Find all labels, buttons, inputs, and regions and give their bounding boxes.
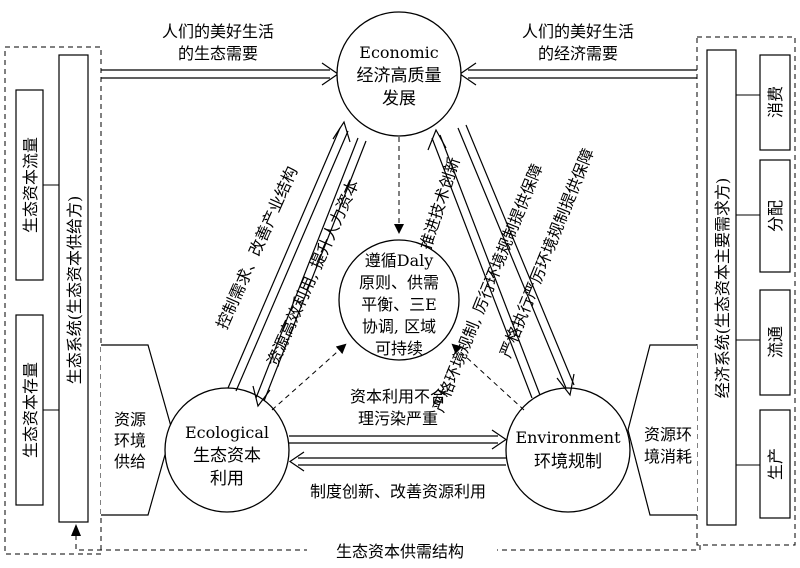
right-box-circulate-label: 流通 bbox=[766, 326, 785, 358]
left-system-title: 生态系统(生态资本供给方) bbox=[65, 196, 84, 385]
right-consume-arrow bbox=[627, 344, 697, 516]
economic-label-2: 经济高质量 bbox=[357, 66, 442, 86]
right-box-consume bbox=[759, 54, 791, 151]
economic-label-3: 发展 bbox=[382, 89, 416, 109]
left-box-stock bbox=[15, 314, 44, 506]
principle-node bbox=[338, 239, 460, 361]
top-right-arrowhead bbox=[458, 62, 477, 86]
ecological-label-1: Ecological bbox=[185, 423, 269, 442]
bottom-below-label: 制度创新、改善资源利用 bbox=[310, 482, 486, 501]
left-box-flow bbox=[15, 89, 44, 281]
bottom-top-label-2: 理污染严重 bbox=[358, 409, 438, 428]
ecological-node bbox=[164, 387, 290, 513]
right-box-distribute-label: 分配 bbox=[766, 200, 785, 232]
top-left-label-1: 人们的美好生活 bbox=[162, 22, 274, 41]
ecological-label-2: 生态资本 bbox=[193, 446, 261, 466]
economic-label-1: Economic bbox=[359, 43, 439, 62]
right-arrow-label-2: 境消耗 bbox=[644, 447, 692, 466]
left-box-stock-label: 生态资本存量 bbox=[21, 362, 40, 458]
right-system-title: 经济系统(生态资本主要需求方) bbox=[713, 178, 732, 399]
top-left-label-2: 的生态需要 bbox=[178, 44, 258, 63]
right-arrow-label-1: 资源环 bbox=[644, 425, 692, 444]
principle-label-3: 平衡、三E bbox=[361, 295, 437, 314]
principle-label-5: 可持续 bbox=[375, 339, 423, 358]
right-box-circulate bbox=[759, 289, 791, 396]
top-left-arrowhead bbox=[321, 62, 340, 86]
right-box-produce-label: 生产 bbox=[766, 448, 785, 480]
bottom-structure-label: 生态资本供需结构 bbox=[336, 542, 464, 561]
environment-label-1: Environment bbox=[515, 428, 621, 447]
environment-node bbox=[505, 387, 631, 513]
right-system-box bbox=[706, 49, 737, 526]
left-arrow-label-3: 供给 bbox=[114, 452, 146, 471]
economic-node bbox=[336, 11, 462, 137]
environment-label-2: 环境规制 bbox=[534, 452, 602, 472]
right-box-consume-label: 消费 bbox=[766, 86, 785, 118]
right-dashed-region bbox=[696, 36, 796, 546]
left-box-flow-label: 生态资本流量 bbox=[21, 137, 40, 233]
principle-label-1: 遵循Daly bbox=[365, 251, 434, 270]
right-box-produce bbox=[759, 409, 791, 519]
top-right-label-1: 人们的美好生活 bbox=[522, 22, 634, 41]
top-right-label-2: 的经济需要 bbox=[538, 44, 618, 63]
principle-label-4: 协调, 区域 bbox=[362, 317, 436, 336]
left-arrow-label-2: 环境 bbox=[114, 431, 146, 450]
left-arrow-label-1: 资源 bbox=[114, 410, 146, 429]
principle-label-2: 原则、供需 bbox=[359, 273, 439, 292]
left-system-box bbox=[58, 54, 89, 523]
left-dashed-region bbox=[4, 46, 102, 555]
right-box-distribute bbox=[759, 159, 791, 273]
ecological-label-3: 利用 bbox=[210, 469, 244, 489]
left-supply-arrow bbox=[101, 344, 173, 516]
bottom-top-label-1: 资本利用不合 bbox=[350, 387, 446, 406]
